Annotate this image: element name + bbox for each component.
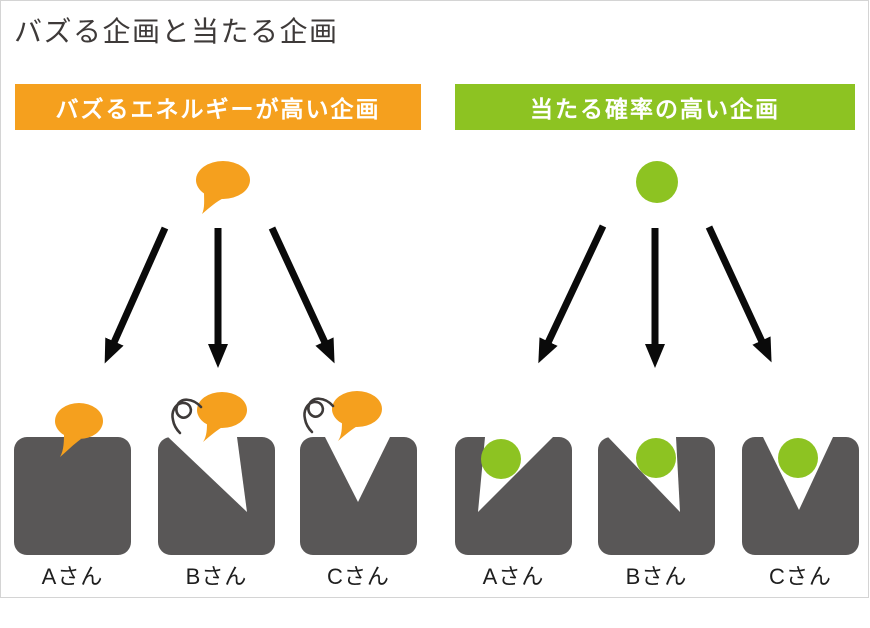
person-body-b [598,437,715,555]
miss-squiggle-icon [303,397,335,434]
person-label: Bさん [625,564,688,589]
person-label: Cさん [769,564,832,589]
speech-bubble-deflected-tail [203,420,224,442]
person-label: Bさん [185,564,248,589]
collar-notch-b [168,437,247,512]
page-title: バズる企画と当たる企画 [14,16,339,47]
ball-caught-icon [636,438,676,478]
person-label: Cさん [327,564,390,589]
right-arrow-to-a [538,224,607,364]
ball-caught-icon [481,439,521,479]
speech-bubble-deflected-tail [338,419,359,441]
right-banner: 当たる確率の高い企画 [455,84,855,130]
right-arrow-to-c [705,225,772,363]
left-banner: バズるエネルギーが高い企画 [15,84,421,130]
person-body-b [158,437,275,555]
ball-icon [636,161,678,203]
speech-bubble-deflected-icon [197,392,247,428]
ball-caught-icon [778,438,818,478]
buzz-bubble-icon [196,161,250,199]
person-body-a [14,437,131,555]
left-arrow-to-c [268,226,335,364]
slide-frame [0,0,869,598]
speech-bubble-deflected-icon [332,391,382,427]
person-label: Aさん [41,564,104,589]
speech-bubble-landed-tail [60,431,81,457]
speech-bubble-landed-icon [55,403,103,439]
person-label: Aさん [482,564,545,589]
miss-squiggle-icon [171,398,203,435]
buzz-bubble-tail [202,191,224,214]
right-diagram [455,161,859,555]
collar-notch-c [325,437,390,502]
left-diagram [14,161,417,555]
left-arrow-to-a [104,226,169,364]
